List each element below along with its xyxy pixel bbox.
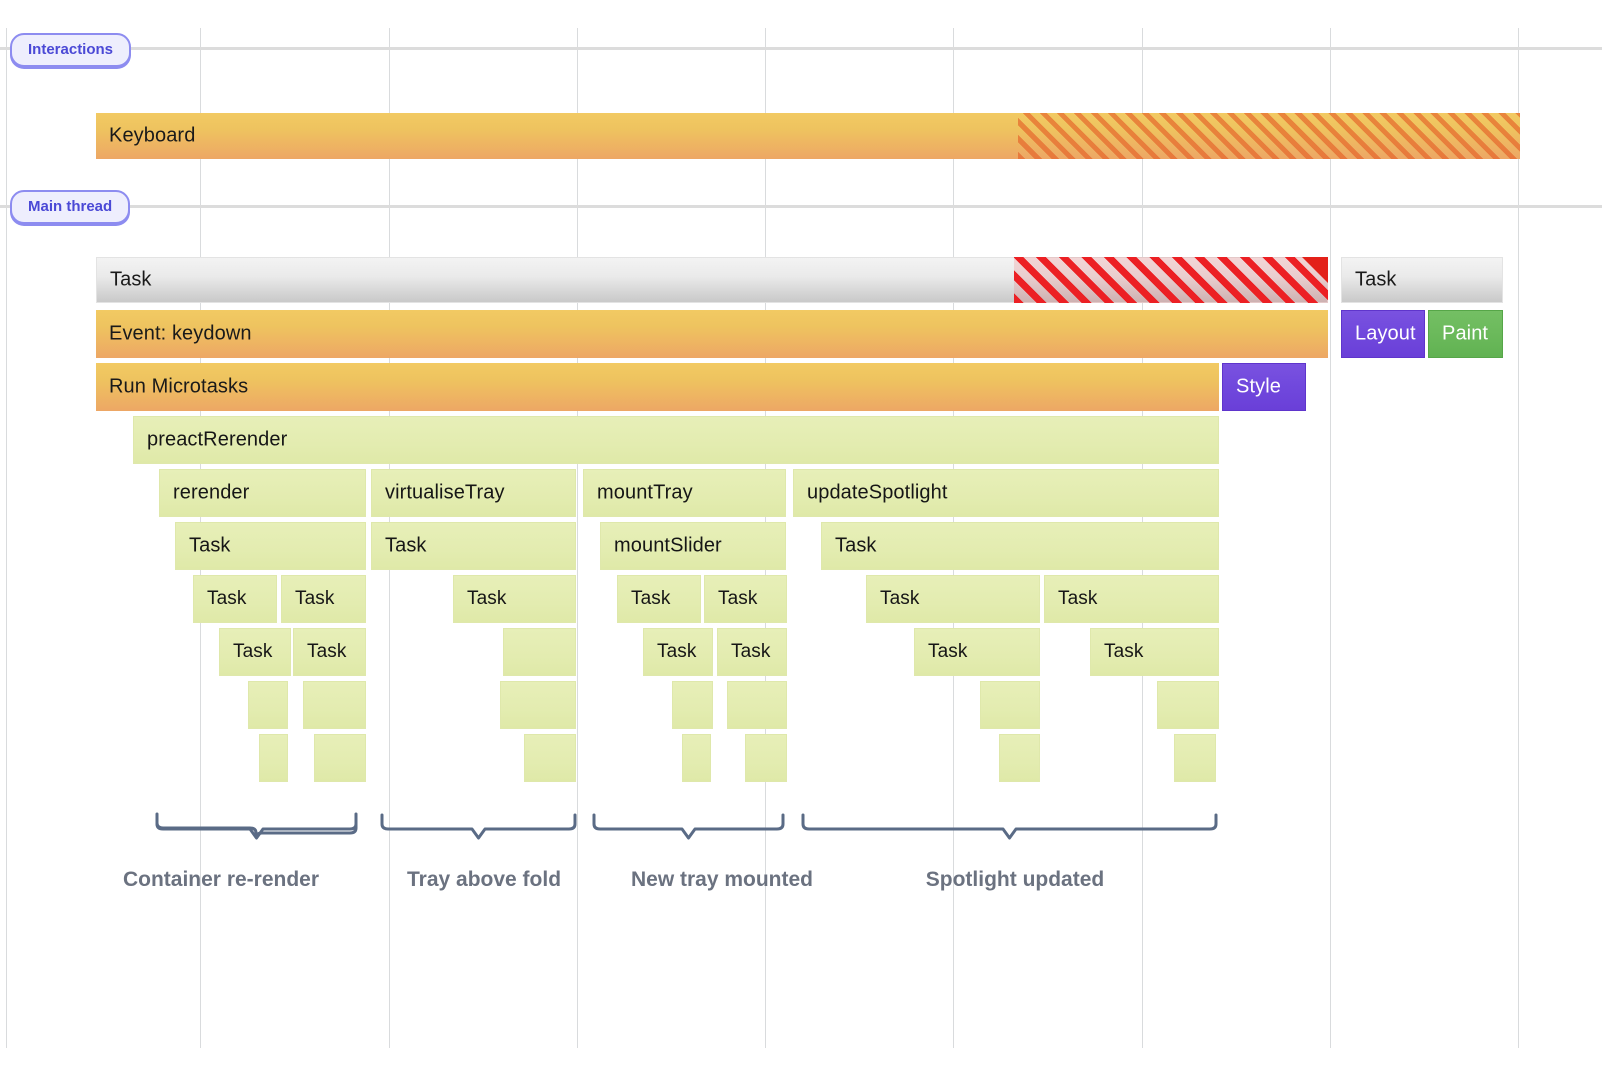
bar-task-r6-7-label: Task: [1058, 588, 1098, 609]
bar-task-r6-2[interactable]: Task: [281, 575, 366, 623]
bar-paint-label: Paint: [1442, 322, 1489, 345]
bar-style-label: Style: [1236, 375, 1281, 398]
annotation-new-tray-mounted-label: New tray mounted: [630, 868, 814, 891]
bar-virtualise-tray[interactable]: virtualiseTray: [371, 469, 576, 517]
bar-task-r8-2[interactable]: [303, 681, 366, 729]
bar-task-r9-1[interactable]: [259, 734, 288, 782]
bar-layout-label: Layout: [1355, 322, 1416, 345]
bar-task-r5-3[interactable]: Task: [821, 522, 1219, 570]
bar-task-r5-3-label: Task: [835, 534, 877, 557]
bar-task-secondary-label: Task: [1355, 268, 1397, 291]
bar-task-secondary[interactable]: Task: [1341, 257, 1503, 303]
bar-task-r6-6[interactable]: Task: [866, 575, 1040, 623]
bracket-container-re-render: [155, 812, 358, 840]
bar-task-r7-7-label: Task: [1104, 641, 1144, 662]
bar-task-r6-3[interactable]: Task: [453, 575, 576, 623]
bar-task-r9-6[interactable]: [999, 734, 1040, 782]
bar-task-main-long-task-overrun[interactable]: [1014, 257, 1328, 303]
bracket-spotlight-updated: [801, 812, 1218, 840]
annotation-tray-above-fold-label: Tray above fold: [406, 868, 562, 891]
bar-task-r7-6[interactable]: Task: [914, 628, 1040, 676]
track-pill-interactions-label: Interactions: [28, 41, 114, 58]
bar-update-spotlight[interactable]: updateSpotlight: [793, 469, 1219, 517]
gridline: [6, 28, 7, 1048]
bar-task-r9-2[interactable]: [314, 734, 366, 782]
bar-mount-slider-label: mountSlider: [614, 534, 722, 557]
bar-task-main-label: Task: [110, 268, 152, 291]
bar-task-r8-6[interactable]: [980, 681, 1040, 729]
track-divider-main-thread: [0, 205, 1602, 208]
bar-task-r5-2-label: Task: [385, 534, 427, 557]
bar-task-r9-5[interactable]: [745, 734, 787, 782]
bar-task-r7-5[interactable]: Task: [717, 628, 787, 676]
gridline: [1330, 28, 1331, 1048]
bar-task-r8-7[interactable]: [1157, 681, 1219, 729]
annotation-spotlight-updated: Spotlight updated: [926, 868, 1104, 892]
bar-mount-tray-label: mountTray: [597, 481, 693, 504]
bracket-tray-above-fold: [380, 812, 577, 840]
bar-task-r5-1[interactable]: Task: [175, 522, 366, 570]
bar-task-r8-1[interactable]: [248, 681, 288, 729]
annotation-new-tray-mounted: New tray mounted: [631, 868, 813, 892]
bar-task-r7-2-label: Task: [307, 641, 347, 662]
bar-run-microtasks-label: Run Microtasks: [109, 375, 249, 398]
bar-preact-rerender-label: preactRerender: [147, 428, 288, 451]
bar-run-microtasks[interactable]: Run Microtasks: [96, 363, 1219, 411]
bar-style[interactable]: Style: [1222, 363, 1306, 411]
bar-task-r9-7[interactable]: [1174, 734, 1216, 782]
bar-task-r6-4-label: Task: [631, 588, 671, 609]
bar-keyboard-overrun[interactable]: [1018, 113, 1520, 159]
long-task-warning-icon: [1302, 257, 1328, 283]
bar-task-r7-4[interactable]: Task: [643, 628, 713, 676]
bar-task-r6-1-label: Task: [207, 588, 247, 609]
bar-task-r6-3-label: Task: [467, 588, 507, 609]
bar-rerender[interactable]: rerender: [159, 469, 366, 517]
bar-task-r8-5[interactable]: [727, 681, 787, 729]
annotation-spotlight-updated-label: Spotlight updated: [925, 868, 1105, 891]
bar-task-r7-2[interactable]: Task: [293, 628, 366, 676]
bar-task-r9-3[interactable]: [524, 734, 576, 782]
bar-task-r5-2[interactable]: Task: [371, 522, 576, 570]
bar-rerender-label: rerender: [173, 481, 250, 504]
bar-task-r6-5[interactable]: Task: [704, 575, 787, 623]
bar-task-r5-1-label: Task: [189, 534, 231, 557]
bar-virtualise-tray-label: virtualiseTray: [385, 481, 505, 504]
track-pill-main-thread-label: Main thread: [28, 198, 113, 215]
bar-task-r9-4[interactable]: [682, 734, 711, 782]
bar-task-r7-5-label: Task: [731, 641, 771, 662]
bar-event-keydown-label: Event: keydown: [109, 322, 252, 345]
bar-task-r6-1[interactable]: Task: [193, 575, 277, 623]
bar-task-r8-3[interactable]: [500, 681, 576, 729]
bar-task-r7-1-label: Task: [233, 641, 273, 662]
bar-task-r6-2-label: Task: [295, 588, 335, 609]
track-divider-interactions: [0, 47, 1602, 50]
bar-preact-rerender[interactable]: preactRerender: [133, 416, 1219, 464]
track-pill-interactions[interactable]: Interactions: [10, 33, 132, 67]
bar-task-r6-6-label: Task: [880, 588, 920, 609]
annotation-tray-above-fold: Tray above fold: [407, 868, 561, 892]
bar-layout[interactable]: Layout: [1341, 310, 1425, 358]
bar-paint[interactable]: Paint: [1428, 310, 1503, 358]
annotation-container-re-render-label: Container re-render: [122, 868, 320, 891]
bar-mount-tray[interactable]: mountTray: [583, 469, 786, 517]
bracket-new-tray-mounted: [592, 812, 785, 840]
bar-task-r7-6-label: Task: [928, 641, 968, 662]
bar-task-r8-4[interactable]: [672, 681, 713, 729]
bar-update-spotlight-label: updateSpotlight: [807, 481, 948, 504]
bar-task-r6-4[interactable]: Task: [617, 575, 701, 623]
bar-task-r7-1[interactable]: Task: [219, 628, 291, 676]
bar-mount-slider[interactable]: mountSlider: [600, 522, 786, 570]
bar-task-r7-4-label: Task: [657, 641, 697, 662]
gridline: [1518, 28, 1519, 1048]
bar-task-r7-3[interactable]: [503, 628, 576, 676]
bar-keyboard-label: Keyboard: [109, 124, 196, 147]
track-pill-main-thread[interactable]: Main thread: [10, 190, 131, 224]
bar-task-r6-5-label: Task: [718, 588, 758, 609]
bar-event-keydown[interactable]: Event: keydown: [96, 310, 1328, 358]
gridline: [577, 28, 578, 1048]
annotation-container-re-render: Container re-render: [123, 868, 319, 892]
bar-task-r7-7[interactable]: Task: [1090, 628, 1219, 676]
bar-task-r6-7[interactable]: Task: [1044, 575, 1219, 623]
